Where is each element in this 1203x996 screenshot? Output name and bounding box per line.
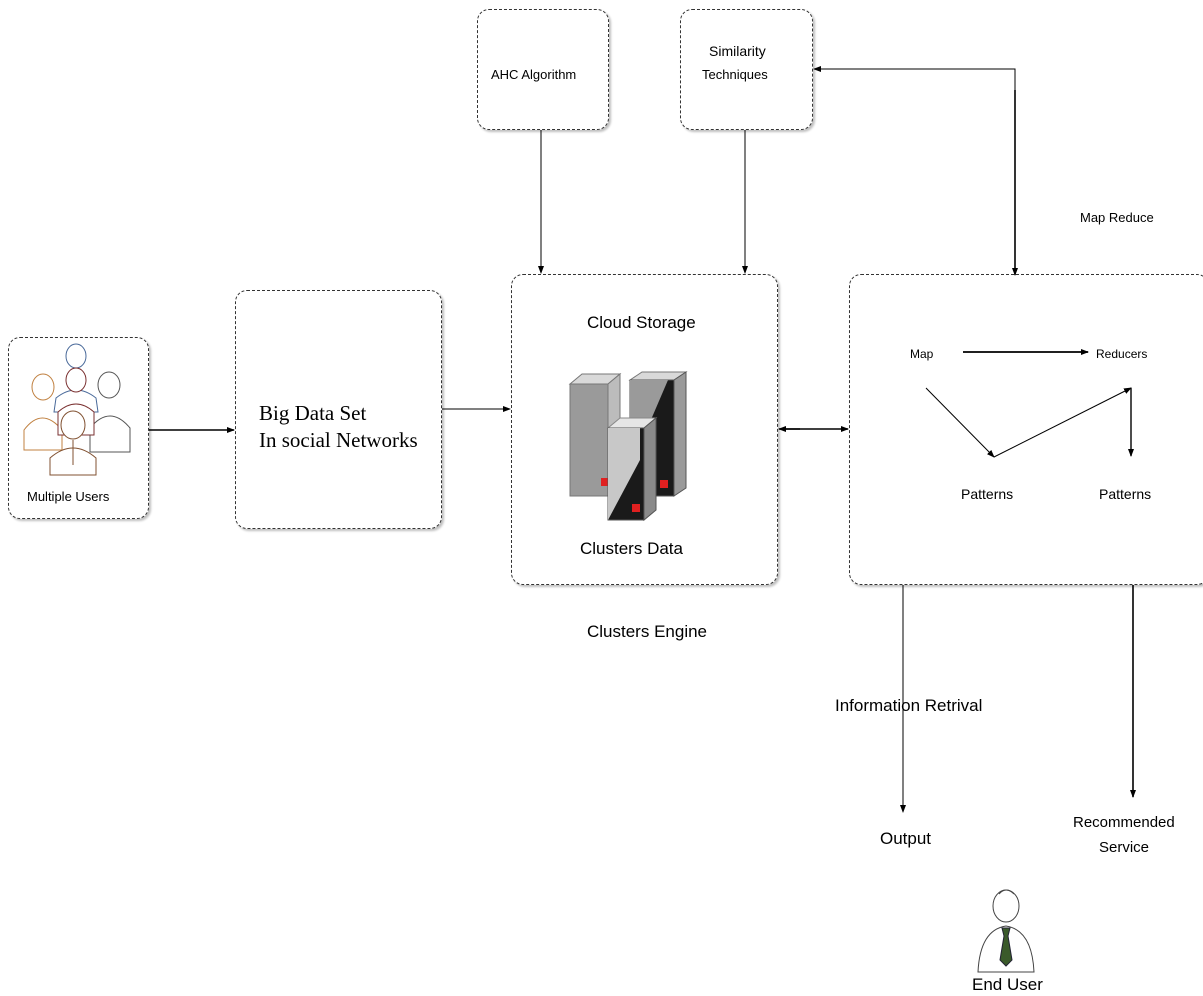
recommended-label-line1: Recommended <box>1073 814 1175 831</box>
output-label: Output <box>880 829 932 848</box>
arrow-map-to-patterns <box>925 387 995 458</box>
server-cluster-icon <box>568 371 688 522</box>
users-group-icon <box>23 343 131 476</box>
end-user-icon <box>977 889 1035 973</box>
big-data-set-box <box>235 290 442 529</box>
map-reduce-box <box>849 274 1203 585</box>
big-data-set-label-line2: In social Networks <box>259 428 418 452</box>
information-retrieval-label: Information Retrival <box>835 696 983 715</box>
recommended-label-line2: Service <box>1099 839 1150 856</box>
map-label: Map <box>910 347 934 361</box>
patterns-right-label: Patterns <box>1099 486 1152 502</box>
end-user-label: End User <box>972 975 1043 994</box>
similarity-techniques-box <box>680 9 813 130</box>
similarity-label-line1: Similarity <box>709 43 766 59</box>
similarity-label-line2: Techniques <box>702 67 768 82</box>
map-reduce-label: Map Reduce <box>1080 210 1154 225</box>
cloud-storage-label: Cloud Storage <box>587 313 696 332</box>
clusters-data-label: Clusters Data <box>580 539 683 558</box>
arrow-mapreduce-to-similarity <box>813 66 1016 100</box>
ahc-algorithm-box <box>477 9 609 130</box>
ahc-algorithm-label: AHC Algorithm <box>491 67 577 82</box>
arrow-patterns-to-reducers <box>993 387 1132 458</box>
clusters-engine-label: Clusters Engine <box>587 622 708 641</box>
big-data-set-label-line1: Big Data Set <box>259 401 367 425</box>
multiple-users-label: Multiple Users <box>27 489 110 504</box>
reducers-label: Reducers <box>1096 347 1148 361</box>
patterns-left-label: Patterns <box>961 486 1014 502</box>
